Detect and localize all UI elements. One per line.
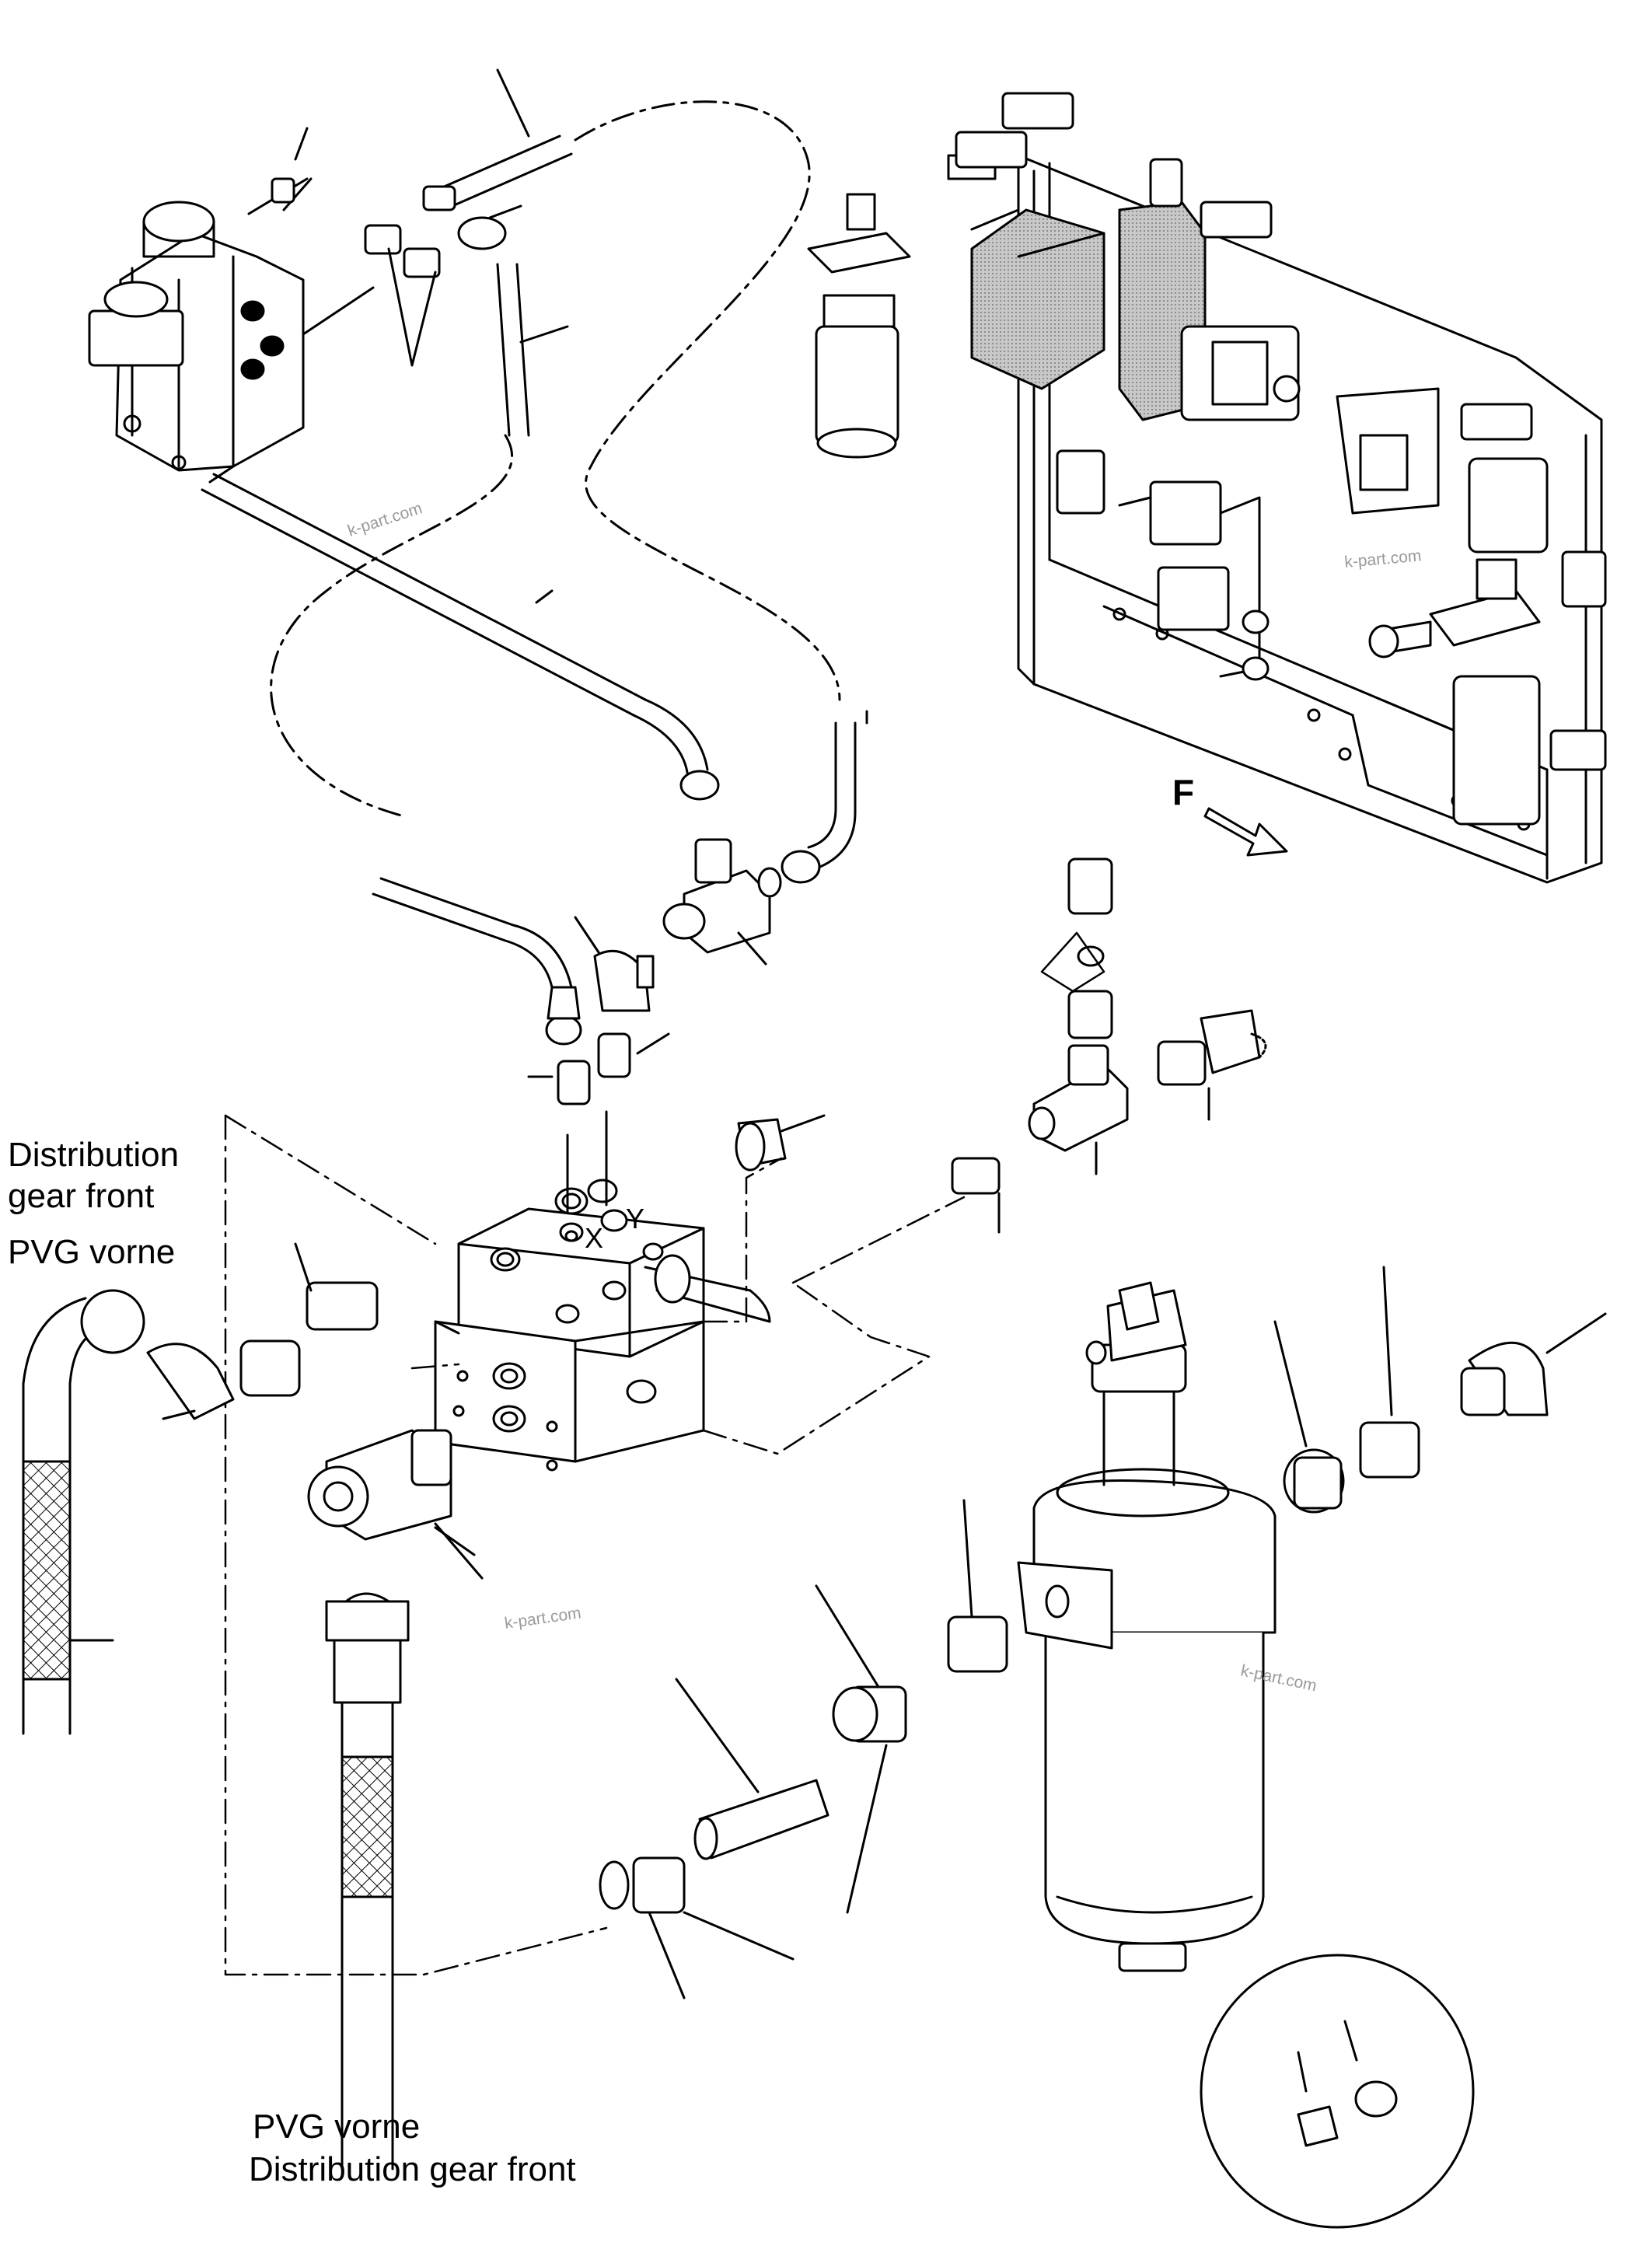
hose-top — [422, 68, 573, 437]
hose-right-elbow — [781, 710, 868, 884]
long-hose — [201, 465, 720, 801]
banjo-fitting — [307, 1429, 484, 1580]
union-fitting-right — [1040, 857, 1113, 1039]
hose-left-middle — [372, 877, 582, 1046]
tee-fitting-middle — [662, 838, 782, 966]
label-pvg-vorne-bottom: PVG vorne — [253, 2108, 420, 2146]
hose-center-down — [325, 1592, 410, 2170]
nipple-left-of-block — [294, 1242, 379, 1331]
watermark-1: k-part.com — [345, 499, 424, 540]
plug-small-top — [271, 127, 309, 204]
reducer-left-middle — [434, 1526, 476, 1556]
tee-fitting-right — [1028, 1044, 1129, 1175]
plug-right-of-block — [735, 1114, 826, 1172]
label-distribution-bottom: Distribution gear front — [249, 2150, 576, 2188]
sensor-fitting-right — [1157, 1009, 1267, 1121]
adapter-right-small — [951, 1157, 1001, 1234]
port-label-y: Y — [626, 1203, 644, 1235]
magnified-detail-circle — [1200, 1954, 1475, 2229]
fittings-chain-bottom — [599, 1499, 1008, 1999]
solenoid-valve-top-left — [88, 177, 375, 472]
fittings-row-right — [1273, 1266, 1607, 1514]
hose-left-far — [22, 1289, 145, 1735]
label-pvg-vorne-top: PVG vorne — [8, 1233, 175, 1271]
direction-label: F — [1172, 772, 1194, 812]
valve-block-central — [434, 1110, 771, 1472]
label-distribution-front-2: gear front — [8, 1177, 154, 1215]
label-distribution-front-1: Distribution — [8, 1136, 179, 1174]
filter-housing-bottom — [1017, 1281, 1277, 1972]
port-label-x: X — [585, 1222, 603, 1254]
elbow-fitting-middle — [574, 916, 655, 1012]
nipples-pair — [527, 1032, 670, 1105]
adapter-pair-top — [364, 224, 441, 367]
direction-arrow — [1203, 807, 1288, 857]
connection-lines-dashdot — [224, 1114, 966, 1976]
control-block-assembly — [807, 92, 1607, 884]
hose-route-dashed — [270, 100, 841, 818]
elbow-fitting-left — [146, 1339, 301, 1420]
watermark-3: k-part.com — [503, 1604, 582, 1633]
